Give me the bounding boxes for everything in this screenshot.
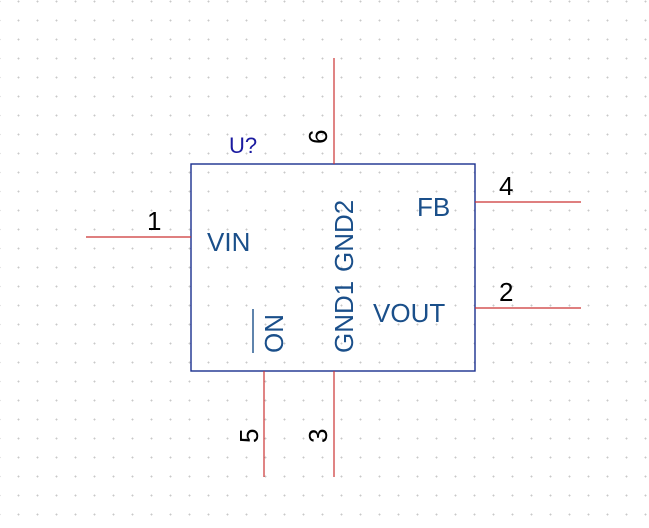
- pin-5[interactable]: 5 ON: [234, 309, 289, 477]
- pin-6-name: GND2: [329, 200, 359, 272]
- pin-5-name: ON: [259, 314, 289, 353]
- reference-designator[interactable]: U?: [229, 133, 257, 158]
- pin-2-name: VOUT: [373, 298, 445, 328]
- pin-6[interactable]: 6 GND2: [303, 58, 359, 272]
- component-body[interactable]: [190, 163, 476, 372]
- pin-3[interactable]: 3 GND1: [303, 281, 359, 477]
- pin-3-name: GND1: [329, 281, 359, 353]
- pin-4-number: 4: [499, 171, 513, 201]
- pin-3-number: 3: [303, 429, 333, 443]
- pin-4[interactable]: 4 FB: [417, 171, 581, 222]
- pin-4-name: FB: [417, 192, 450, 222]
- pin-2[interactable]: 2 VOUT: [373, 277, 581, 328]
- pin-2-number: 2: [499, 277, 513, 307]
- pin-1-number: 1: [147, 206, 161, 236]
- pin-1[interactable]: 1 VIN: [86, 206, 250, 257]
- pin-6-number: 6: [303, 130, 333, 144]
- pin-5-number: 5: [234, 429, 264, 443]
- pin-1-name: VIN: [207, 227, 250, 257]
